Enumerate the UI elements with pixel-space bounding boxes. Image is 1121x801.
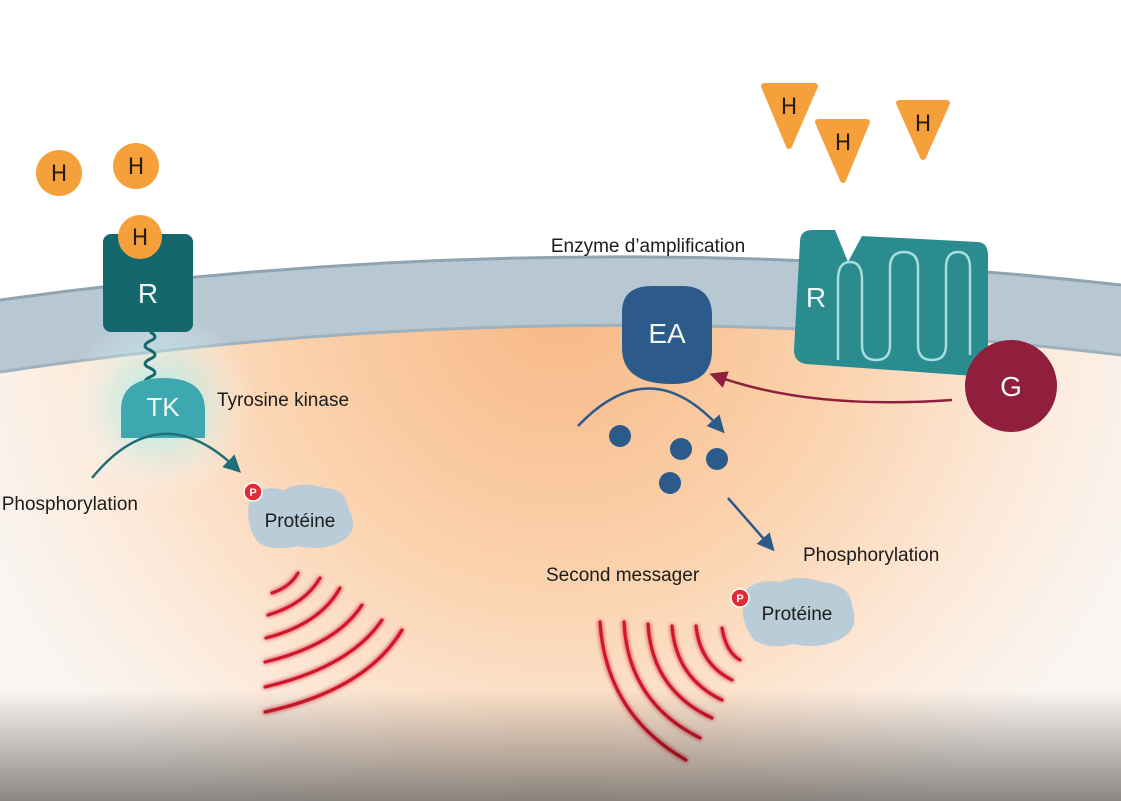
- tyrosine-kinase: TK: [121, 378, 205, 438]
- svg-text:Protéine: Protéine: [265, 511, 336, 532]
- hormone-triangle-2: H: [815, 119, 870, 183]
- phosphorylation-arrow-left: [91, 432, 242, 479]
- protein-right: Protéine: [742, 578, 855, 647]
- hormone-molecule-left-2: H: [113, 143, 159, 189]
- hormone-molecule-left-1: H: [36, 150, 82, 196]
- phosphate-tag-right: P: [730, 588, 750, 608]
- receptor-right: R: [794, 230, 988, 376]
- bound-hormone-left: H: [118, 215, 162, 259]
- receptor-left: R: [103, 234, 193, 332]
- svg-text:Protéine: Protéine: [762, 604, 833, 625]
- messenger-to-protein-arrow: [727, 497, 775, 552]
- svg-text:H: H: [132, 226, 149, 251]
- svg-text:EA: EA: [648, 318, 686, 349]
- svg-text:R: R: [806, 282, 826, 313]
- second-messenger-molecules: [609, 425, 728, 494]
- cell-cytoplasm: [0, 312, 1121, 801]
- hormone-triangle-1: H: [761, 83, 818, 149]
- svg-text:P: P: [249, 487, 256, 499]
- svg-text:H: H: [128, 155, 145, 180]
- svg-text:R: R: [138, 278, 158, 309]
- svg-text:H: H: [835, 131, 852, 156]
- tyrosine-kinase-label: Tyrosine kinase: [217, 390, 349, 411]
- g-protein: G: [965, 340, 1057, 432]
- second-messenger-label: Second messager: [546, 565, 700, 586]
- svg-text:H: H: [51, 162, 68, 187]
- svg-text:G: G: [1000, 371, 1022, 402]
- enzyme-amplification: EA: [622, 286, 712, 384]
- svg-text:P: P: [736, 593, 743, 605]
- svg-text:H: H: [781, 95, 798, 120]
- svg-text:TK: TK: [146, 392, 180, 422]
- bottom-vignette: [0, 690, 1121, 801]
- phosphate-tag-left: P: [243, 482, 263, 502]
- g-protein-activation-arrow: [709, 371, 953, 404]
- enzyme-label: Enzyme d’amplification: [551, 236, 745, 257]
- phosphorylation-label-left: Phosphorylation: [2, 494, 138, 515]
- receptor-linker: [143, 330, 157, 388]
- enzyme-reaction-arrow: [577, 387, 725, 434]
- phosphorylation-label-right: Phosphorylation: [803, 545, 939, 566]
- protein-left: Protéine: [248, 484, 354, 549]
- svg-text:H: H: [915, 112, 932, 137]
- hormone-triangle-3: H: [896, 100, 950, 160]
